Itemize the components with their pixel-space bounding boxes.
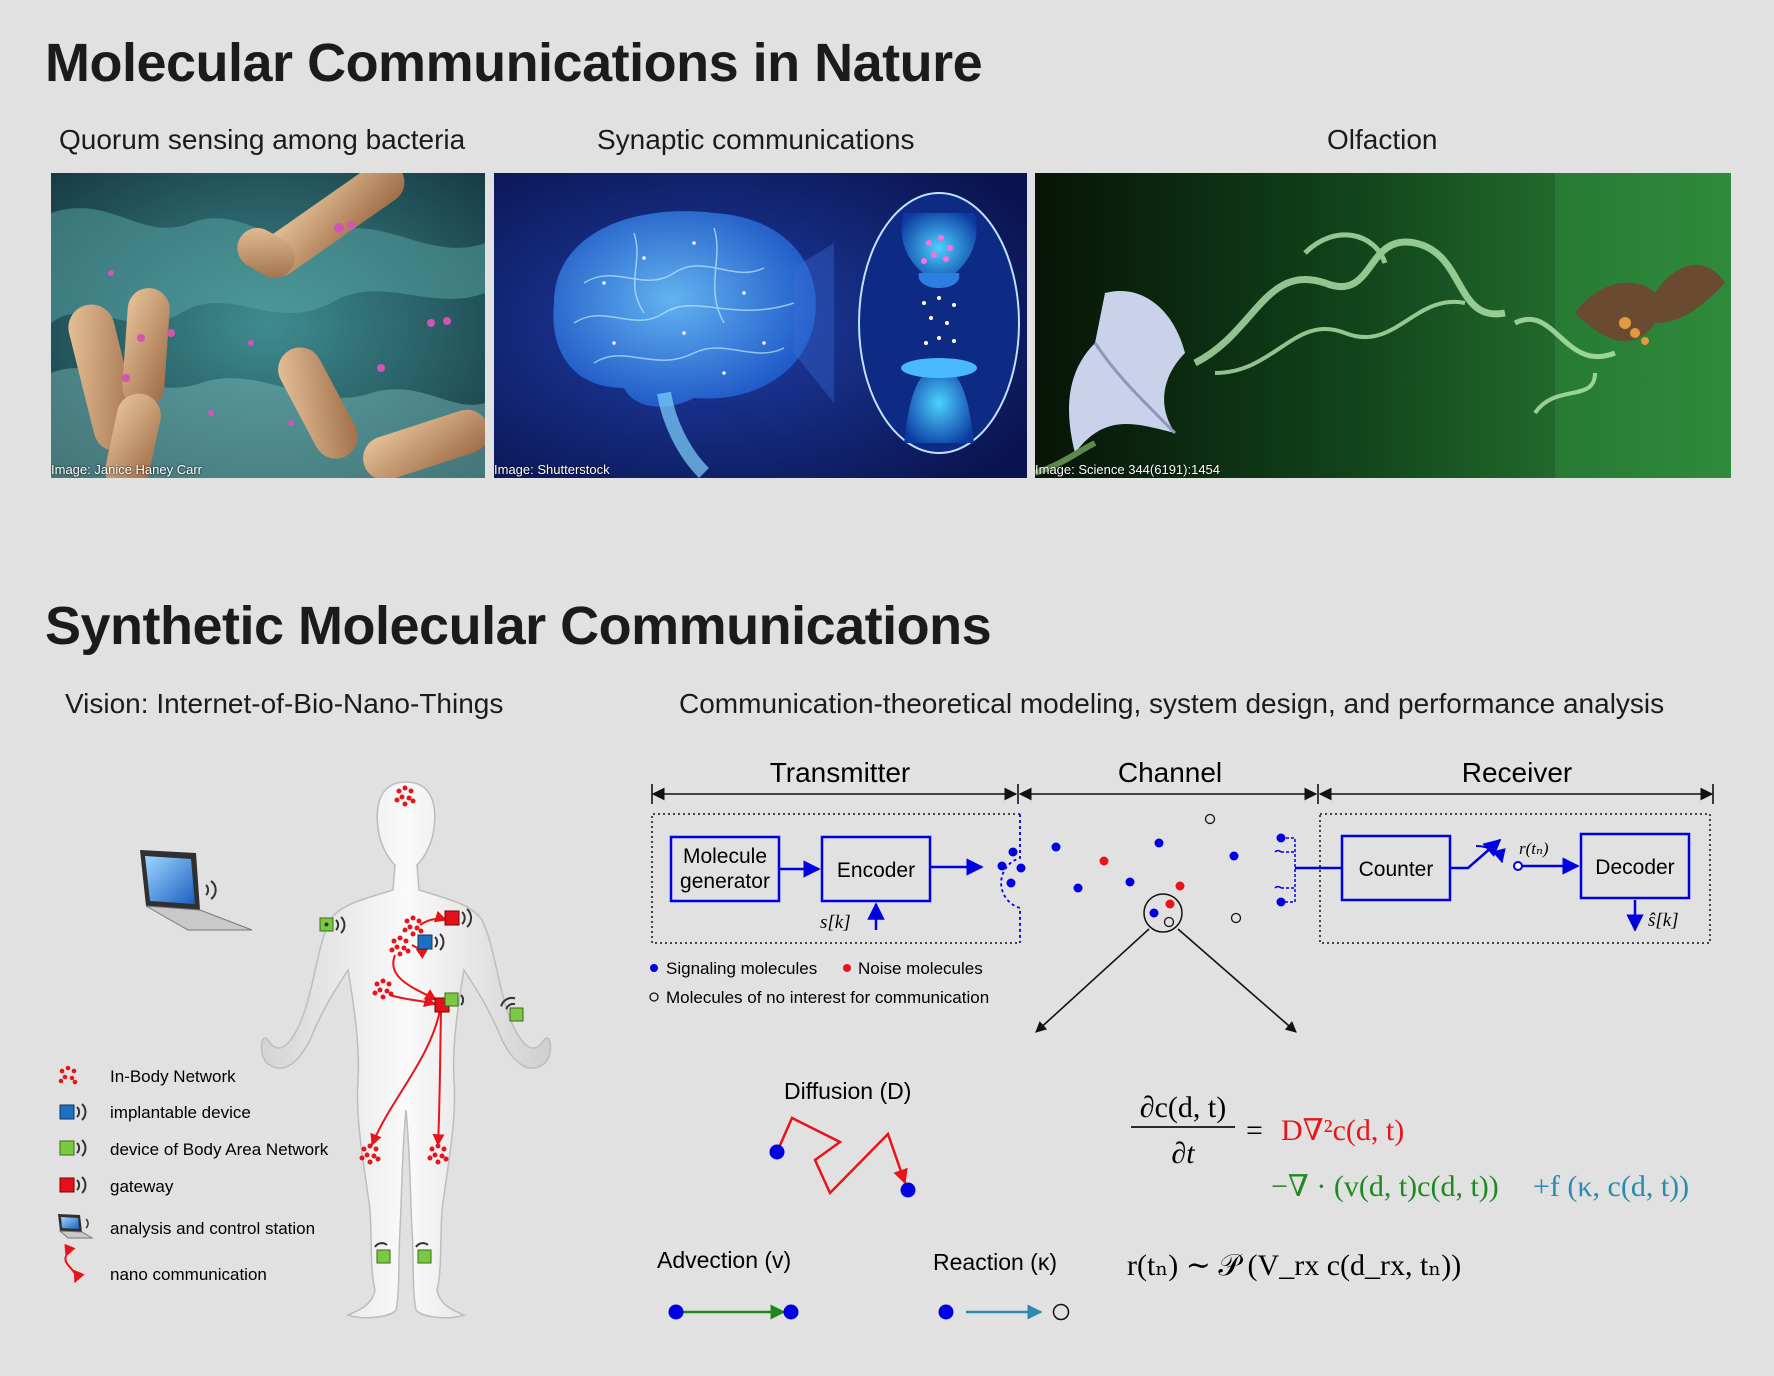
legend-label-nano: nano communication — [110, 1265, 267, 1284]
eq-diffusion-term: D∇²c(d, t) — [1281, 1114, 1404, 1147]
block-diagram: Transmitter Channel Receiver Molecule ge… — [649, 757, 1714, 1033]
body-area-network-device-icon — [59, 1139, 87, 1157]
laptop-station — [140, 850, 253, 931]
encoder-label: Encoder — [837, 859, 915, 882]
nano-communication-arrows — [370, 910, 448, 1147]
transmitter-heading: Transmitter — [770, 757, 911, 788]
brain-synapse-image: Image: Shutterstock — [494, 173, 1027, 478]
decoder-label: Decoder — [1595, 856, 1674, 879]
output-symbol: ŝ[k] — [1648, 910, 1679, 931]
caption-olfaction: Olfaction — [1327, 124, 1438, 155]
encoder-block — [820, 835, 932, 903]
credit-brain: Image: Shutterstock — [494, 462, 610, 477]
eq-denominator: ∂t — [1171, 1137, 1195, 1170]
credit-olfaction: Image: Science 344(6191):1454 — [1035, 462, 1221, 477]
iobnt-legend: In-Body Network implantable device devic… — [58, 1065, 329, 1284]
legend-label-implantable: implantable device — [110, 1103, 251, 1122]
molecule-generator-label-2: generator — [680, 870, 770, 893]
bacteria-image: Image: Janice Haney Carr — [51, 173, 485, 478]
caption-modeling: Communication-theoretical modeling, syst… — [679, 688, 1665, 719]
in-body-network-icon — [58, 1065, 78, 1085]
implantable-device-chest — [417, 933, 445, 951]
reaction-illustration: Reaction (κ) — [933, 1249, 1070, 1321]
caption-quorum-sensing: Quorum sensing among bacteria — [59, 124, 466, 155]
legend-signaling: Signaling molecules — [666, 959, 817, 978]
legend-label-ban: device of Body Area Network — [110, 1140, 329, 1159]
channel-molecules — [1051, 813, 1242, 933]
section-title-synthetic: Synthetic Molecular Communications — [45, 596, 992, 656]
laptop-icon — [58, 1214, 94, 1239]
channel-heading: Channel — [1118, 757, 1222, 788]
advection-label: Advection (v) — [657, 1247, 791, 1273]
sample-label: r(tₙ) — [1519, 839, 1549, 858]
human-body-figure — [260, 781, 552, 1319]
observation-equation: r(tₙ) ∼ 𝒫 (V_rx c(d_rx, tₙ)) — [1127, 1249, 1461, 1282]
implantable-device-icon — [59, 1103, 87, 1121]
pde-equation: ∂c(d, t) ∂t = D∇²c(d, t) −∇ · (v(d, t)c(… — [1131, 1091, 1689, 1203]
advection-illustration: Advection (v) — [657, 1247, 799, 1320]
eq-equals: = — [1246, 1114, 1263, 1147]
span-arrows — [651, 784, 1714, 804]
section-title-nature: Molecular Communications in Nature — [45, 33, 983, 93]
gateway-icon — [59, 1176, 87, 1194]
caption-vision: Vision: Internet-of-Bio-Nano-Things — [65, 688, 504, 719]
moth-flower-image: Image: Science 344(6191):1454 — [1035, 173, 1731, 478]
eq-advection-term: −∇ · (v(d, t)c(d, t)) — [1271, 1170, 1499, 1203]
diffusion-label: Diffusion (D) — [784, 1078, 911, 1104]
in-body-network-clusters — [359, 785, 449, 1165]
legend-label-in-body: In-Body Network — [110, 1067, 236, 1086]
molecule-generator-label-1: Molecule — [683, 845, 767, 868]
legend-label-gateway: gateway — [110, 1177, 174, 1196]
ban-devices — [319, 916, 524, 1264]
decoder-block — [1579, 832, 1691, 900]
counter-label: Counter — [1359, 858, 1434, 881]
eq-reaction-term: +f (κ, c(d, t)) — [1533, 1170, 1689, 1203]
nano-communication-arrow-icon — [64, 1243, 85, 1284]
credit-bacteria: Image: Janice Haney Carr — [51, 462, 203, 477]
diffusion-illustration: Diffusion (D) — [769, 1078, 916, 1198]
receiver-heading: Receiver — [1462, 757, 1572, 788]
legend-noise: Noise molecules — [858, 959, 983, 978]
input-symbol: s[k] — [820, 912, 851, 933]
gateway-chest — [444, 908, 473, 928]
legend-no-interest: Molecules of no interest for communicati… — [666, 988, 989, 1007]
reaction-label: Reaction (κ) — [933, 1249, 1057, 1275]
caption-synaptic: Synaptic communications — [597, 124, 915, 155]
legend-label-station: analysis and control station — [110, 1219, 315, 1238]
eq-numerator: ∂c(d, t) — [1140, 1091, 1226, 1124]
